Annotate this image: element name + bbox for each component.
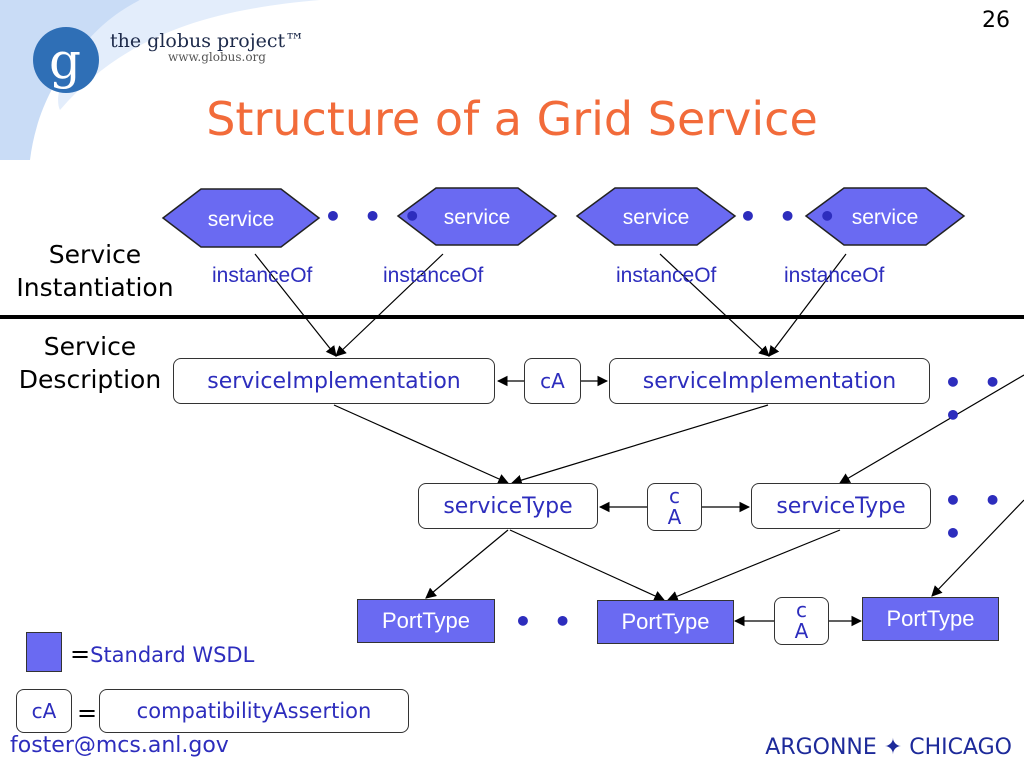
port-type-box: PortType <box>597 600 734 644</box>
impl-type-arrow <box>333 404 509 484</box>
legend-ca-box: cA <box>16 689 72 733</box>
ca-bottom: A <box>794 619 809 643</box>
legend-standard-wsdl-swatch <box>26 632 62 672</box>
instanceof-label: instanceOf <box>212 264 313 287</box>
service-type-box: serviceType <box>751 483 931 529</box>
logo-brand-text: the globus project™ <box>110 30 305 52</box>
ca-box-stacked: c A <box>774 597 829 645</box>
ca-box: cA <box>524 358 581 404</box>
header-swoosh-light <box>58 0 321 110</box>
legend-standard-wsdl-label: Standard WSDL <box>90 643 255 667</box>
type-port-arrow <box>931 499 1024 597</box>
ellipsis: • • • <box>944 484 1008 550</box>
service-implementation-box: serviceImplementation <box>609 358 930 404</box>
footer-org-right: CHICAGO <box>909 735 1012 760</box>
port-type-box: PortType <box>862 597 999 641</box>
legend-equals: = <box>77 699 98 727</box>
service-implementation-box: serviceImplementation <box>173 358 495 404</box>
ca-top: c <box>796 598 807 622</box>
ellipsis: • • • <box>324 200 428 233</box>
globus-logo-icon <box>33 27 99 93</box>
service-node-label: service <box>623 206 690 229</box>
service-node-label: service <box>444 206 511 229</box>
service-type-box: serviceType <box>418 483 598 529</box>
ca-bottom: A <box>667 505 682 529</box>
section-label-line: Service <box>48 240 142 269</box>
service-node-3: service <box>575 187 737 246</box>
legend-equals: = <box>70 640 91 668</box>
ca-box-stacked: c A <box>647 483 702 531</box>
section-label-line: Description <box>18 365 162 394</box>
service-node-label: service <box>852 206 919 229</box>
service-node-1: service <box>161 188 321 248</box>
footer-org: ARGONNE ✦ CHICAGO <box>765 735 1012 760</box>
instance-arrow <box>768 253 847 357</box>
instance-arrow <box>335 253 444 357</box>
ca-top: c <box>669 484 680 508</box>
section-label-instantiation: Service Instantiation <box>0 238 190 304</box>
footer-email[interactable]: foster@mcs.anl.gov <box>10 733 229 758</box>
type-port-arrow <box>509 529 665 601</box>
type-port-arrow <box>425 529 509 599</box>
instanceof-label: instanceOf <box>616 264 717 287</box>
header-swoosh <box>0 0 140 160</box>
section-label-description: Service Description <box>0 330 180 396</box>
instanceof-label: instanceOf <box>383 264 484 287</box>
slide-title: Structure of a Grid Service <box>206 92 818 146</box>
instance-arrow <box>659 253 770 357</box>
instance-arrow <box>254 253 337 357</box>
section-label-line: Instantiation <box>16 273 174 302</box>
logo-url-text: www.globus.org <box>168 50 266 64</box>
instanceof-label: instanceOf <box>784 264 885 287</box>
legend-compatibility-box: compatibilityAssertion <box>99 689 409 733</box>
service-node-label: service <box>208 208 275 231</box>
footer-org-left: ARGONNE <box>765 735 877 760</box>
type-port-arrow <box>666 529 841 602</box>
port-type-box: PortType <box>357 599 495 643</box>
footer-star-icon: ✦ <box>883 735 903 760</box>
service-node-2: service <box>396 187 558 246</box>
impl-type-arrow <box>510 404 769 486</box>
ellipsis: • • • <box>514 605 618 638</box>
legend-standard-wsdl: = Standard WSDL <box>70 640 254 668</box>
page-number: 26 <box>982 8 1010 33</box>
ellipsis: • • • <box>944 366 1008 432</box>
impl-type-arrow <box>839 374 1024 484</box>
ellipsis: • • • <box>739 200 843 233</box>
globus-logo-glyph: g <box>49 32 81 90</box>
section-label-line: Service <box>43 332 137 361</box>
service-node-4: service <box>804 187 966 246</box>
